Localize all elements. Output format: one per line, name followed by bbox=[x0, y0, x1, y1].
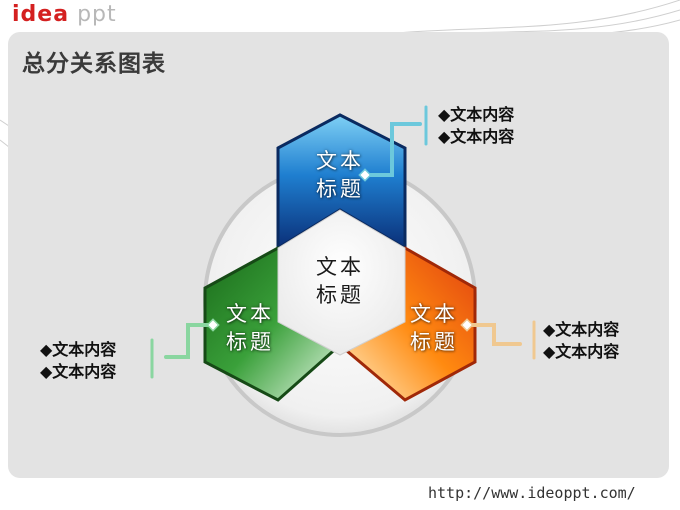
connector-right bbox=[466, 320, 536, 360]
segment-top-label: 文本 标题 bbox=[290, 147, 390, 203]
callout-right-item: ◆文本内容 bbox=[543, 342, 620, 361]
segment-left-line2: 标题 bbox=[226, 330, 274, 354]
callout-right: ◆文本内容 ◆文本内容 bbox=[543, 319, 619, 363]
segment-left-line1: 文本 bbox=[226, 302, 274, 326]
callout-top-right: ◆文本内容 ◆文本内容 bbox=[438, 104, 514, 148]
segment-center bbox=[277, 209, 406, 356]
segment-top-line2: 标题 bbox=[316, 177, 364, 201]
segment-center-label: 文本 标题 bbox=[290, 253, 390, 309]
segment-right-line1: 文本 bbox=[410, 302, 458, 326]
page-title: 总分关系图表 bbox=[22, 51, 166, 77]
connector-right-dot bbox=[460, 318, 474, 332]
callout-top-right-item: ◆文本内容 bbox=[438, 127, 515, 146]
segment-right-line2: 标题 bbox=[410, 330, 458, 354]
callout-left-item: ◆文本内容 bbox=[40, 340, 117, 359]
segment-top-line1: 文本 bbox=[316, 149, 364, 173]
logo-bold-text: idea bbox=[12, 2, 70, 27]
callout-top-right-item: ◆文本内容 bbox=[438, 105, 515, 124]
callout-left: ◆文本内容 ◆文本内容 bbox=[40, 339, 116, 383]
segment-right-label: 文本 标题 bbox=[384, 300, 484, 356]
logo-light-text: ppt bbox=[77, 2, 117, 27]
callout-right-item: ◆文本内容 bbox=[543, 320, 620, 339]
brand-logo: idea ppt bbox=[12, 2, 117, 30]
footer-url: http://www.ideoppt.com/ bbox=[428, 484, 636, 502]
segment-center-line2: 标题 bbox=[316, 283, 364, 307]
connector-left-dot bbox=[206, 318, 220, 332]
connector-left bbox=[150, 323, 214, 379]
callout-left-item: ◆文本内容 bbox=[40, 362, 117, 381]
segment-left-label: 文本 标题 bbox=[200, 300, 300, 356]
connector-top-dot bbox=[358, 168, 372, 182]
segment-center-line1: 文本 bbox=[316, 255, 364, 279]
connector-top bbox=[364, 105, 428, 177]
